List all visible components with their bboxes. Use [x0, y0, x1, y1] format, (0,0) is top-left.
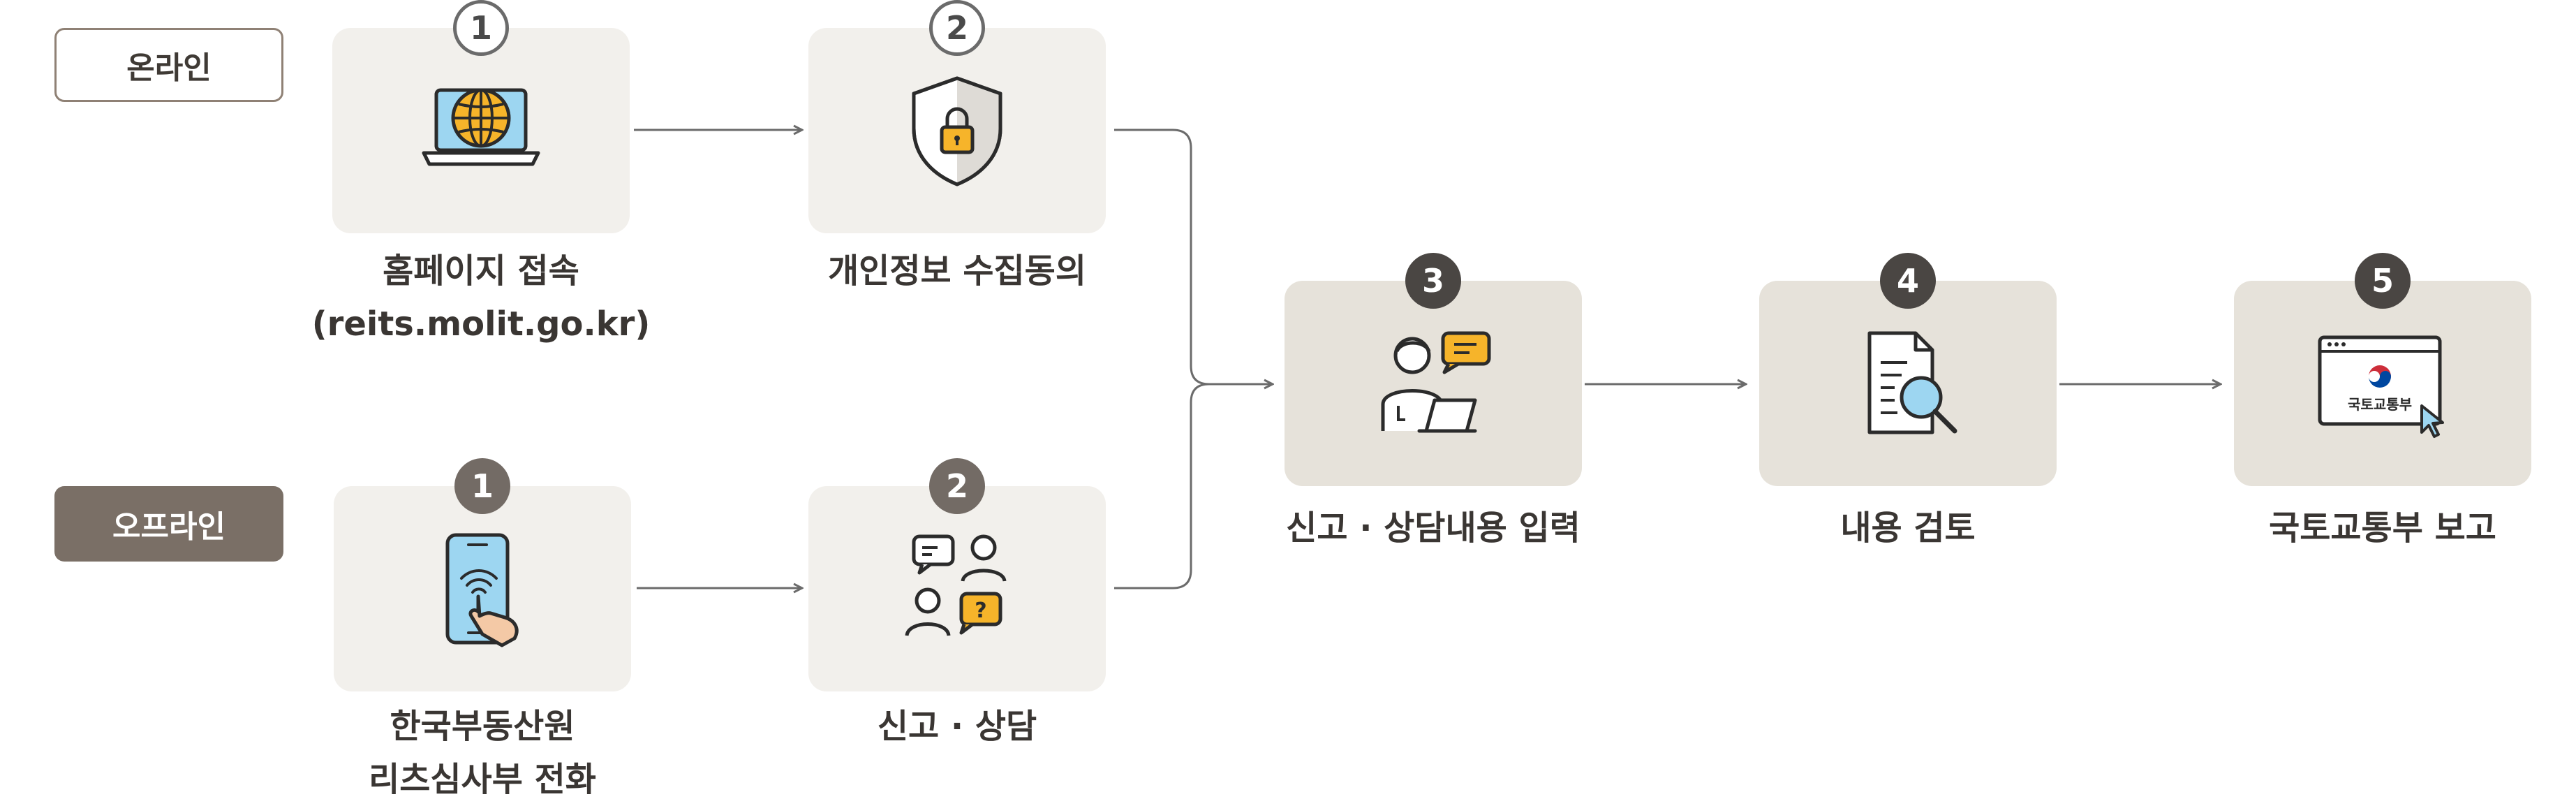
arrow-online-merge	[1114, 129, 1272, 384]
step-label-line: 신고 · 상담	[877, 707, 1037, 746]
step-label-online-2: 개인정보 수집동의	[748, 244, 1167, 298]
ministry-logo-text: 국토교통부	[2348, 396, 2412, 413]
document-search-icon	[1867, 331, 1957, 434]
step-label-line: 한국부동산원	[390, 707, 575, 746]
shield-lock-icon	[912, 76, 1002, 186]
ministry-browser-icon: 국토교통부	[2313, 328, 2452, 439]
step-box-4	[1759, 281, 2057, 486]
step-box-online-1	[332, 28, 630, 233]
svg-text:?: ?	[975, 599, 986, 623]
step-label-4: 내용 검토	[1698, 501, 2117, 555]
step-label-line: 리츠심사부 전화	[369, 760, 596, 799]
step-label-line: 개인정보 수집동의	[828, 251, 1086, 291]
step-label-line: 국토교통부 보고	[2269, 508, 2496, 548]
step-label-offline-2: 신고 · 상담	[748, 700, 1167, 753]
lane-online-label: 온라인	[54, 28, 283, 102]
step-label-offline-1: 한국부동산원 리츠심사부 전화	[273, 700, 692, 806]
step-number-3: 3	[1405, 253, 1461, 309]
person-laptop-chat-icon	[1381, 331, 1491, 433]
step-label-3: 신고 · 상담내용 입력	[1224, 501, 1643, 555]
laptop-globe-icon	[422, 88, 540, 166]
step-box-offline-2: ?	[808, 486, 1106, 691]
step-label-online-1: 홈페이지 접속 (reits.molit.go.kr)	[272, 244, 690, 351]
step-label-line: 홈페이지 접속	[383, 251, 579, 291]
step-label-line: 신고 · 상담내용 입력	[1286, 508, 1581, 548]
step-number-offline-1: 1	[454, 458, 510, 514]
people-chat-icon: ?	[905, 534, 1007, 636]
step-number-online-2: 2	[929, 0, 985, 56]
step-number-online-1: 1	[453, 0, 509, 56]
phone-hand-icon	[445, 533, 519, 647]
lane-offline-label: 오프라인	[54, 486, 283, 562]
step-label-line: 내용 검토	[1840, 508, 1976, 548]
step-box-3	[1285, 281, 1582, 486]
step-label-line: (reits.molit.go.kr)	[311, 305, 651, 344]
step-box-online-2	[808, 28, 1106, 233]
step-box-offline-1	[334, 486, 631, 691]
step-box-5: 국토교통부	[2234, 281, 2531, 486]
step-number-offline-2: 2	[929, 458, 985, 514]
step-label-5: 국토교통부 보고	[2173, 501, 2576, 555]
step-number-5: 5	[2355, 253, 2411, 309]
step-number-4: 4	[1880, 253, 1936, 309]
arrow-offline-merge	[1114, 383, 1210, 589]
